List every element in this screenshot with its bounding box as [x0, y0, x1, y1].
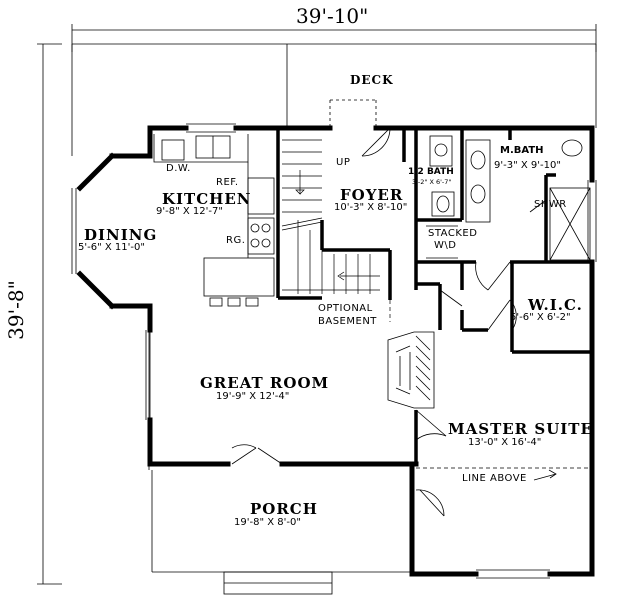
wic-size: 5'-6" X 6'-2" [510, 312, 571, 323]
wic-label: W.I.C. [528, 296, 583, 314]
shower-label: SHWR [534, 199, 567, 210]
foyer-label: FOYER [340, 186, 404, 204]
line-above-label: LINE ABOVE [462, 473, 527, 484]
bath-fixtures [426, 135, 583, 259]
deck-label: DECK [350, 73, 394, 87]
fireplace [387, 331, 435, 409]
exterior-walls [76, 125, 595, 577]
dining-label: DINING [84, 226, 158, 244]
doors [231, 127, 547, 517]
shower [549, 187, 591, 261]
kitchen-size: 9'-8" X 12'-7" [156, 206, 223, 217]
foyer-size: 10'-3" X 8'-10" [334, 202, 408, 213]
optional-label: OPTIONAL [318, 303, 373, 314]
stairs [281, 139, 380, 294]
m-bath-size: 9'-3" X 9'-10" [494, 160, 561, 171]
dining-windows [71, 123, 597, 579]
half-bath-label: 1/2 BATH [408, 167, 454, 177]
kitchen-counters [153, 134, 275, 307]
porch-size: 19'-8" X 8'-0" [234, 517, 301, 528]
refrigerator-label: REF. [216, 177, 239, 188]
line-above-arrow [533, 469, 557, 481]
washer-dryer-label: W\D [434, 240, 457, 251]
m-bath-label: M.BATH [500, 145, 544, 156]
range-label: RG. [226, 235, 246, 246]
master-suite-label: MASTER SUITE [448, 420, 593, 438]
great-room-size: 19'-9" X 12'-4" [216, 391, 290, 402]
overall-depth: 39'-8" [3, 280, 28, 340]
half-bath-size: 3'-2" X 6'-7" [412, 178, 452, 186]
stacked-label: STACKED [428, 228, 478, 239]
basement-label: BASEMENT [318, 316, 377, 327]
interior-walls [276, 128, 592, 464]
dishwasher-label: D.W. [166, 163, 191, 174]
great-room-label: GREAT ROOM [200, 374, 330, 392]
dashed-lines [389, 300, 588, 469]
deck-outline [71, 43, 597, 156]
dimension-lines [37, 24, 597, 585]
dining-size: 5'-6" X 11'-0" [78, 242, 145, 253]
stairs-up-label: UP [336, 157, 351, 168]
kitchen-label: KITCHEN [162, 190, 252, 208]
porch-label: PORCH [250, 500, 318, 518]
master-suite-size: 13'-0" X 16'-4" [468, 437, 542, 448]
overall-width: 39'-10" [296, 4, 369, 28]
